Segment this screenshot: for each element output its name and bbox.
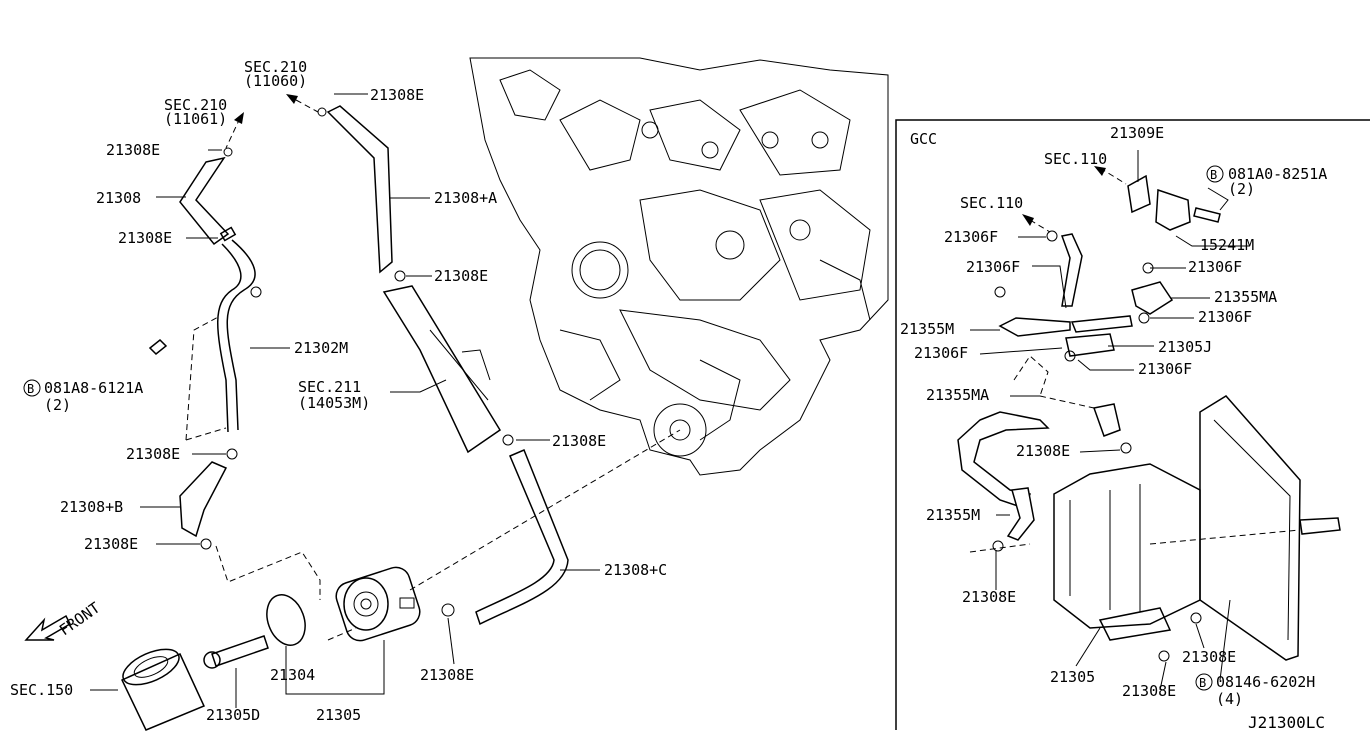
clamps xyxy=(148,107,514,617)
gcc-label-21308E-b: 21308E xyxy=(962,588,1016,606)
label-21308E-2: 21308E xyxy=(106,141,160,159)
label-21305D: 21305D xyxy=(206,706,260,724)
label-21308A: 21308+A xyxy=(434,189,497,207)
gcc-label-21308E-d: 21308E xyxy=(1122,682,1176,700)
gcc-label-21355M-1: 21355M xyxy=(900,320,954,338)
gcc-label-15241M: 15241M xyxy=(1200,236,1254,254)
gcc-label-21308E-a: 21308E xyxy=(1016,442,1070,460)
gcc-label-bolt2: 081A0-8251A xyxy=(1228,165,1327,183)
label-21308: 21308 xyxy=(96,189,141,207)
pipe-21302M xyxy=(226,239,256,431)
oring-21304 xyxy=(266,594,306,646)
gcc-label-21305: 21305 xyxy=(1050,668,1095,686)
label-sec211: SEC.211 xyxy=(298,378,361,396)
hose-21308C xyxy=(475,449,569,626)
label-21308E-8: 21308E xyxy=(420,666,474,684)
label-sec210-top: SEC.210 xyxy=(244,58,307,76)
gcc-label-21308E-c: 21308E xyxy=(1182,648,1236,666)
label-bolt1-qty: (2) xyxy=(44,396,71,414)
gcc-bolt-circle-2-letter: B xyxy=(1210,168,1217,182)
label-21304: 21304 xyxy=(270,666,315,684)
gcc-cooler xyxy=(1053,463,1201,629)
gcc-label-21306F-6: 21306F xyxy=(1138,360,1192,378)
gcc-label-21305J: 21305J xyxy=(1158,338,1212,356)
engine-illustration xyxy=(469,57,889,476)
hose-21308B xyxy=(179,461,228,538)
label-bolt1: 081A8-6121A xyxy=(44,379,143,397)
gcc-label-21306F-5: 21306F xyxy=(914,344,968,362)
gcc-title: GCC xyxy=(910,130,937,148)
label-21305: 21305 xyxy=(316,706,361,724)
gcc-label-21355M-2: 21355M xyxy=(926,506,980,524)
gcc-label-21306F-3: 21306F xyxy=(1188,258,1242,276)
gcc-bolt-circle-2 xyxy=(1206,165,1224,183)
label-sec210-top-sub: (11060) xyxy=(244,72,307,90)
label-21308C: 21308+C xyxy=(604,561,667,579)
label-21308E-7: 21308E xyxy=(84,535,138,553)
hose-21308A xyxy=(326,105,393,274)
label-21308B: 21308+B xyxy=(60,498,123,516)
gcc-label-21306F-2: 21306F xyxy=(966,258,1020,276)
gcc-label-21355MA-2: 21355MA xyxy=(926,386,989,404)
gcc-label-21309E: 21309E xyxy=(1110,124,1164,142)
gcc-bolt-circle-3-letter: B xyxy=(1199,676,1206,690)
label-sec210-left-sub: (11061) xyxy=(164,110,227,128)
gcc-label-21355MA-1: 21355MA xyxy=(1214,288,1277,306)
gcc-label-21306F-4: 21306F xyxy=(1198,308,1252,326)
gcc-label-bolt3: 08146-6202H xyxy=(1216,673,1315,691)
bolt-circle-1-letter: B xyxy=(27,382,34,396)
label-21308E-5: 21308E xyxy=(126,445,180,463)
hose-21308 xyxy=(179,156,230,246)
connector-21305D xyxy=(203,635,269,669)
gcc-inset: GCC xyxy=(895,119,1370,730)
label-21308E-3: 21308E xyxy=(118,229,172,247)
gcc-oil-pan xyxy=(1199,395,1301,661)
diagram-id: J21300LC xyxy=(1248,713,1325,732)
gcc-label-sec110-a: SEC.110 xyxy=(1044,150,1107,168)
gcc-label-bolt2-qty: (2) xyxy=(1228,180,1255,198)
label-21302M: 21302M xyxy=(294,339,348,357)
front-arrow xyxy=(24,614,71,641)
label-sec150: SEC.150 xyxy=(10,681,73,699)
label-21308E-4: 21308E xyxy=(434,267,488,285)
label-front: FRONT xyxy=(56,599,103,640)
oil-cooler-21305 xyxy=(335,566,421,642)
gcc-label-bolt3-qty: (4) xyxy=(1216,690,1243,708)
label-21308E-6: 21308E xyxy=(552,432,606,450)
label-sec210-left: SEC.210 xyxy=(164,96,227,114)
label-sec211-sub: (14053M) xyxy=(298,394,370,412)
bolt-circle-1 xyxy=(23,379,41,397)
gcc-bolt-circle-3 xyxy=(1195,673,1213,691)
oil-filter xyxy=(120,648,206,731)
gasket-21309E xyxy=(1127,174,1151,214)
gcc-label-21306F-1: 21306F xyxy=(944,228,998,246)
label-21308E-1: 21308E xyxy=(370,86,424,104)
sensor-15241M xyxy=(1155,188,1191,231)
gcc-label-sec110-b: SEC.110 xyxy=(960,194,1023,212)
tube-sec211 xyxy=(382,285,502,454)
